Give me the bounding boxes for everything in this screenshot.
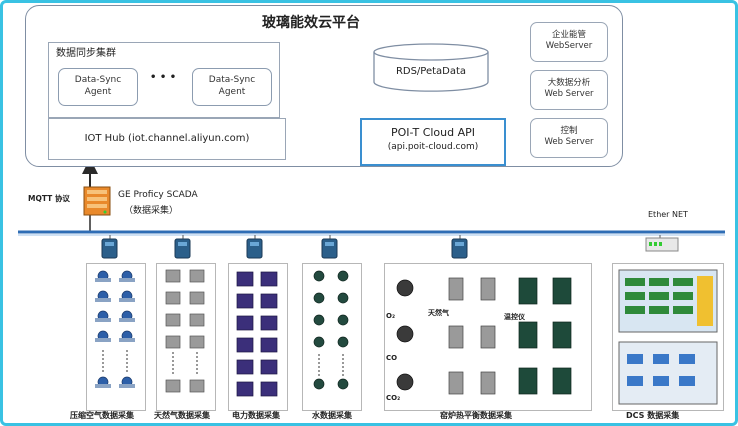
kiln-label-gas: 天然气 (428, 309, 449, 317)
web-server-control[interactable]: 控制 Web Server (530, 118, 608, 158)
group-natural-gas (156, 263, 216, 411)
caption-natural-gas: 天然气数据采集 (154, 411, 210, 420)
web-server-energy[interactable]: 企业能管 WebServer (530, 22, 608, 62)
poi-cloud-api-box[interactable]: POI-T Cloud API (api.poit-cloud.com) (360, 118, 506, 166)
data-sync-agent-1[interactable]: Data-Sync Agent (58, 68, 138, 106)
kiln-label-o2: O₂ (386, 312, 396, 320)
web-server-bigdata[interactable]: 大数据分析 Web Server (530, 70, 608, 110)
kiln-label-temp: 温控仪 (504, 313, 525, 321)
database-label: RDS/PetaData (395, 66, 467, 77)
web-server-2-sub: Web Server (544, 89, 594, 99)
flowmeter-set-grey (165, 269, 205, 393)
web-server-1-title: 企业能管 (551, 30, 586, 40)
scada-subtitle: （数据采集） (124, 206, 179, 216)
agent-ellipsis: • • • (150, 72, 177, 83)
dcs-screens (618, 269, 718, 405)
water-meter-set (313, 270, 349, 390)
caption-dcs: DCS 数据采集 (626, 411, 680, 420)
group-dcs (612, 263, 724, 411)
scada-server-icon (83, 186, 111, 216)
iot-hub-box[interactable]: IOT Hub (iot.channel.aliyun.com) (48, 118, 286, 160)
api-title: POI-T Cloud API (390, 126, 476, 139)
web-server-2-title: 大数据分析 (547, 78, 591, 88)
switch-icon (645, 237, 679, 252)
kiln-label-co: CO (386, 354, 398, 362)
web-server-3-title: 控制 (560, 126, 578, 136)
gateway-icon (174, 238, 191, 259)
ethernet-label: Ether NET (648, 210, 688, 219)
caption-compressed-air: 压缩空气数据采集 (70, 411, 134, 420)
gateway-icon (451, 238, 468, 259)
gateway-icon (101, 238, 118, 259)
mqtt-label: MQTT 协议 (28, 194, 70, 203)
database-icon (373, 43, 489, 92)
gateway-icon (321, 238, 338, 259)
power-meter-set (236, 271, 278, 397)
kiln-label-co2: CO₂ (386, 394, 401, 402)
caption-power: 电力数据采集 (232, 411, 280, 420)
data-sync-agent-2[interactable]: Data-Sync Agent (192, 68, 272, 106)
web-server-1-sub: WebServer (545, 41, 593, 51)
platform-title: 玻璃能效云平台 (262, 15, 360, 31)
web-server-3-sub: Web Server (544, 137, 594, 147)
group-power (228, 263, 288, 411)
caption-water: 水数据采集 (312, 411, 352, 420)
api-url: (api.poit-cloud.com) (387, 142, 479, 152)
agent-2-line1: Data-Sync (208, 75, 256, 85)
gateway-icon (246, 238, 263, 259)
caption-kiln: 窑炉热平衡数据采集 (440, 411, 512, 420)
group-compressed-air (86, 263, 146, 411)
agent-1-line2: Agent (84, 87, 112, 97)
agent-1-line1: Data-Sync (74, 75, 122, 85)
sync-cluster-label: 数据同步集群 (56, 48, 116, 59)
flowmeter-set-blue (95, 270, 135, 388)
agent-2-line2: Agent (218, 87, 246, 97)
scada-title: GE Proficy SCADA (118, 190, 198, 200)
group-kiln (384, 263, 592, 411)
kiln-sensor-set (396, 277, 572, 395)
group-water (302, 263, 362, 411)
